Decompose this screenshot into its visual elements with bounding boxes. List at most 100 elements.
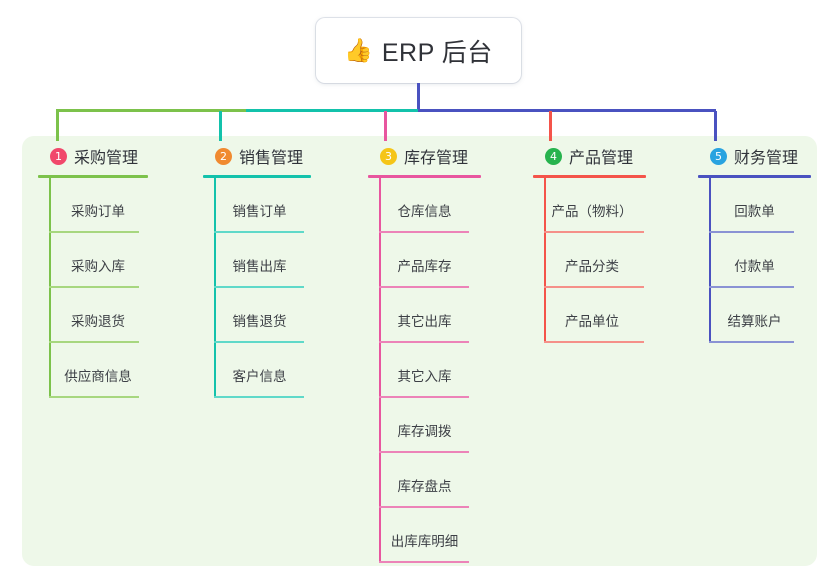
leaf-item[interactable]: 付款单 xyxy=(698,233,811,288)
connector-segment-1 xyxy=(56,109,246,112)
leaf-item-label: 库存调拨 xyxy=(397,424,452,439)
leaf-item-label: 产品（物料） xyxy=(551,204,633,219)
leaf-rail xyxy=(214,343,216,398)
leaf-underline xyxy=(544,341,644,343)
leaf-item-label: 仓库信息 xyxy=(397,204,452,219)
branch-title-5: 财务管理 xyxy=(734,150,799,167)
leaf-item-label: 产品单位 xyxy=(565,314,619,329)
leaf-item[interactable]: 库存盘点 xyxy=(368,453,481,508)
branch-header-3[interactable]: 3 库存管理 xyxy=(368,144,481,168)
branch-items-2: 销售订单销售出库销售退货客户信息 xyxy=(203,178,316,398)
leaf-item-label: 采购退货 xyxy=(71,314,125,329)
branch-column-5: 5 财务管理回款单付款单结算账户 xyxy=(698,144,811,343)
leaf-rail xyxy=(49,178,51,233)
branch-number-badge-1: 1 xyxy=(50,147,67,165)
leaf-rail xyxy=(214,178,216,233)
leaf-underline xyxy=(214,341,304,343)
leaf-item[interactable]: 产品单位 xyxy=(533,288,651,343)
branch-column-3: 3 库存管理仓库信息产品库存其它出库其它入库库存调拨库存盘点出库库明细 xyxy=(368,144,481,563)
branch-header-2[interactable]: 2 销售管理 xyxy=(203,144,316,168)
leaf-item-label: 销售订单 xyxy=(232,204,287,219)
leaf-item[interactable]: 其它出库 xyxy=(368,288,481,343)
leaf-underline xyxy=(49,286,139,288)
leaf-rail xyxy=(214,233,216,288)
branch-items-4: 产品（物料） 产品分类产品单位 xyxy=(533,178,651,343)
leaf-item-label: 采购入库 xyxy=(71,259,125,274)
branch-number-badge-3: 3 xyxy=(380,147,397,165)
connector-segment-2 xyxy=(246,109,418,112)
leaf-underline xyxy=(379,561,469,563)
leaf-rail xyxy=(49,233,51,288)
leaf-item-label: 其它出库 xyxy=(397,314,452,329)
branch-header-5[interactable]: 5 财务管理 xyxy=(698,144,811,168)
leaf-rail xyxy=(49,343,51,398)
leaf-rail xyxy=(379,508,381,563)
connector-segment-3 xyxy=(418,109,716,112)
branch-column-2: 2 销售管理销售订单销售出库销售退货客户信息 xyxy=(203,144,316,398)
branch-number-badge-5: 5 xyxy=(710,147,727,165)
leaf-rail xyxy=(49,288,51,343)
leaf-rail xyxy=(379,288,381,343)
leaf-item[interactable]: 产品（物料） xyxy=(533,178,651,233)
branch-title-3: 库存管理 xyxy=(404,150,469,167)
root-node-erp-backend[interactable]: 👍 ERP 后台 xyxy=(316,18,521,83)
leaf-underline xyxy=(379,396,469,398)
leaf-rail xyxy=(709,233,711,288)
leaf-rail xyxy=(544,178,546,233)
connector-drop-3 xyxy=(384,111,387,141)
leaf-underline xyxy=(214,286,304,288)
branch-title-1: 采购管理 xyxy=(74,150,139,167)
leaf-underline xyxy=(379,286,469,288)
branch-items-1: 采购订单采购入库采购退货供应商信息 xyxy=(38,178,158,398)
leaf-item-label: 结算账户 xyxy=(727,314,782,329)
leaf-item-label: 库存盘点 xyxy=(397,479,452,494)
leaf-item[interactable]: 销售退货 xyxy=(203,288,316,343)
leaf-rail xyxy=(379,343,381,398)
leaf-item-label: 采购订单 xyxy=(71,204,125,219)
leaf-rail xyxy=(709,178,711,233)
leaf-item[interactable]: 回款单 xyxy=(698,178,811,233)
leaf-item[interactable]: 库存调拨 xyxy=(368,398,481,453)
branch-header-1[interactable]: 1 采购管理 xyxy=(38,144,158,168)
leaf-underline xyxy=(709,286,794,288)
leaf-underline xyxy=(544,286,644,288)
leaf-underline xyxy=(709,231,794,233)
root-node-title: ERP 后台 xyxy=(381,38,493,67)
thumbs-up-icon: 👍 xyxy=(344,37,373,63)
leaf-item[interactable]: 仓库信息 xyxy=(368,178,481,233)
connector-drop-4 xyxy=(549,111,552,141)
leaf-rail xyxy=(214,288,216,343)
leaf-item-label: 产品库存 xyxy=(397,259,452,274)
leaf-underline xyxy=(49,396,139,398)
branch-rule-3 xyxy=(368,175,481,178)
leaf-item-label: 客户信息 xyxy=(232,369,287,384)
branch-title-2: 销售管理 xyxy=(239,150,304,167)
leaf-underline xyxy=(379,341,469,343)
leaf-item[interactable]: 供应商信息 xyxy=(38,343,158,398)
leaf-item[interactable]: 采购订单 xyxy=(38,178,158,233)
leaf-rail xyxy=(544,288,546,343)
leaf-item[interactable]: 结算账户 xyxy=(698,288,811,343)
leaf-item-label: 销售出库 xyxy=(232,259,287,274)
leaf-item[interactable]: 产品分类 xyxy=(533,233,651,288)
branch-items-3: 仓库信息产品库存其它出库其它入库库存调拨库存盘点出库库明细 xyxy=(368,178,481,563)
leaf-item[interactable]: 销售出库 xyxy=(203,233,316,288)
leaf-item[interactable]: 采购退货 xyxy=(38,288,158,343)
leaf-underline xyxy=(214,396,304,398)
branch-column-1: 1 采购管理采购订单采购入库采购退货供应商信息 xyxy=(38,144,158,398)
leaf-item[interactable]: 客户信息 xyxy=(203,343,316,398)
leaf-item[interactable]: 其它入库 xyxy=(368,343,481,398)
branch-number-badge-2: 2 xyxy=(215,147,232,165)
leaf-underline xyxy=(709,341,794,343)
connector-drop-2 xyxy=(219,111,222,141)
leaf-item-label: 供应商信息 xyxy=(64,369,132,384)
leaf-item[interactable]: 销售订单 xyxy=(203,178,316,233)
leaf-underline xyxy=(49,231,139,233)
leaf-item[interactable]: 采购入库 xyxy=(38,233,158,288)
connector-drop-5 xyxy=(714,111,717,141)
leaf-item[interactable]: 产品库存 xyxy=(368,233,481,288)
leaf-item[interactable]: 出库库明细 xyxy=(368,508,481,563)
connector-drop-1 xyxy=(56,111,59,141)
